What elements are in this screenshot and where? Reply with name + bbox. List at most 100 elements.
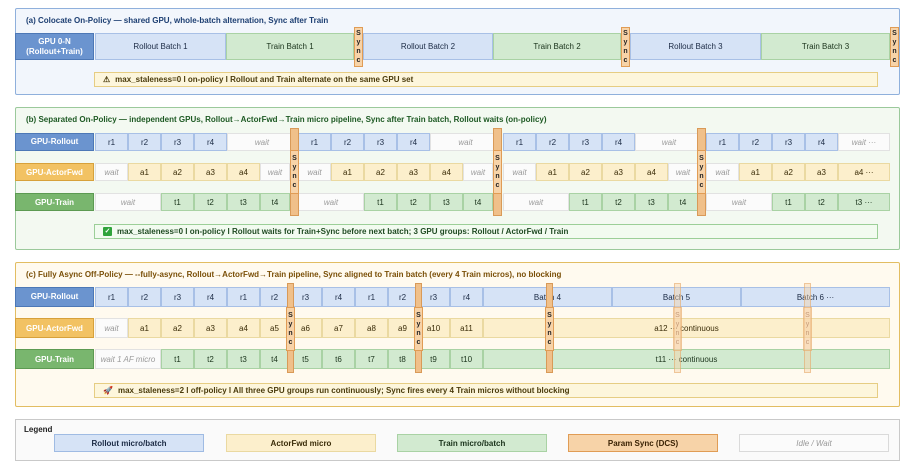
sync-letter: S [288,312,293,319]
sync-letter: S [495,155,500,162]
rollout-micro: r3 [417,287,450,307]
actorfwd-micro: a2 [772,163,805,181]
sync-letter: c [288,339,293,346]
sync-letter: S [292,155,297,162]
note-panel-a: ⚠ max_staleness=0 l on-policy l Rollout … [94,72,878,87]
wait-slot: wait [706,193,772,211]
legend-idle-wait: Idle / Wait [739,434,889,452]
train-continuous: t11 ··· continuous [483,349,890,369]
wait-slot: wait [635,133,703,151]
sync-letter: n [699,173,704,180]
train-batch-1: Train Batch 1 [226,33,354,60]
actorfwd-micro: a4 [430,163,463,181]
wait-slot: wait [503,193,569,211]
note-text: max_staleness=0 l on-policy l Rollout wa… [117,227,569,236]
train-micro: t1 [772,193,805,211]
rollout-micro: r1 [227,287,260,307]
rollout-micro: r4 [194,133,227,151]
legend-actorfwd: ActorFwd micro [226,434,376,452]
actorfwd-micro: a2 [161,318,194,338]
train-micro: t3 [227,193,260,211]
train-row-label: GPU-Train [15,193,94,211]
sync-letter: S [805,312,810,319]
train-micro: t2 [194,349,227,369]
sync-letter: c [547,339,552,346]
train-micro: t3 [635,193,668,211]
train-micro: t10 [450,349,483,369]
actorfwd-micro: a1 [536,163,569,181]
actorfwd-micro: a1 [128,318,161,338]
legend-param-sync: Param Sync (DCS) [568,434,718,452]
rollout-micro: r3 [772,133,805,151]
wait-slot: wait [227,133,297,151]
sync-letter: y [288,321,293,328]
train-micro: t2 [805,193,838,211]
legend: Legend Rollout micro/batch ActorFwd micr… [15,419,900,461]
sync-letter: c [292,182,297,189]
wait-slot: wait [298,193,364,211]
sync-bar-faded [674,283,681,373]
sync-letter: y [805,321,810,328]
wait-slot: wait [668,163,698,181]
sync-letter: n [416,330,421,337]
rollout-micro: r3 [569,133,602,151]
sync-letter: n [288,330,293,337]
sync-letter: y [292,164,297,171]
warning-icon: ⚠ [103,75,111,84]
rollout-micro: r1 [95,133,128,151]
rollout-batch: Batch 5 [612,287,741,307]
actorfwd-micro: a4 [227,163,260,181]
rollout-batch: Batch 6 ··· [741,287,890,307]
actorfwd-continuous: a12 ··· continuous [483,318,890,338]
actorfwd-micro: a3 [602,163,635,181]
sync-letter: y [495,164,500,171]
wait-slot: wait 1 AF micro [95,349,161,369]
actorfwd-micro: a10 [417,318,450,338]
actorfwd-micro: a3 [805,163,838,181]
rollout-micro: r2 [331,133,364,151]
sync-letter: n [547,330,552,337]
sync-letter: c [416,339,421,346]
wait-slot: wait [503,163,536,181]
sync-letter: S [675,312,680,319]
sync-letter: c [495,182,500,189]
train-micro: t1 [364,193,397,211]
check-icon: ✓ [103,227,112,236]
actorfwd-micro: a4 [635,163,668,181]
sync-letter: c [805,339,810,346]
rollout-micro: r4 [322,287,355,307]
actorfwd-micro: a3 [194,318,227,338]
train-micro: t9 [417,349,450,369]
rollout-micro: r2 [260,287,289,307]
actorfwd-micro: a4 [227,318,260,338]
panel-a-title: (a) Colocate On-Policy — shared GPU, who… [26,16,329,25]
train-micro: t4 [260,193,290,211]
train-micro: t3 ··· [838,193,890,211]
wait-slot: wait ··· [838,133,890,151]
rollout-micro: r4 [397,133,430,151]
actorfwd-micro: a2 [569,163,602,181]
rollout-micro: r4 [602,133,635,151]
actorfwd-micro: a7 [322,318,355,338]
rollout-batch-2: Rollout Batch 2 [363,33,493,60]
wait-slot: wait [260,163,290,181]
train-micro: t1 [161,193,194,211]
wait-slot: wait [95,193,161,211]
rollout-micro: r2 [536,133,569,151]
sync-bar-faded [804,283,811,373]
sync-letter: n [675,330,680,337]
wait-slot: wait [95,163,128,181]
actorfwd-micro: a2 [364,163,397,181]
sync-letter: c [675,339,680,346]
train-micro: t2 [194,193,227,211]
sync-letter: n [805,330,810,337]
note-text: max_staleness=2 l off-policy l All three… [117,386,570,395]
